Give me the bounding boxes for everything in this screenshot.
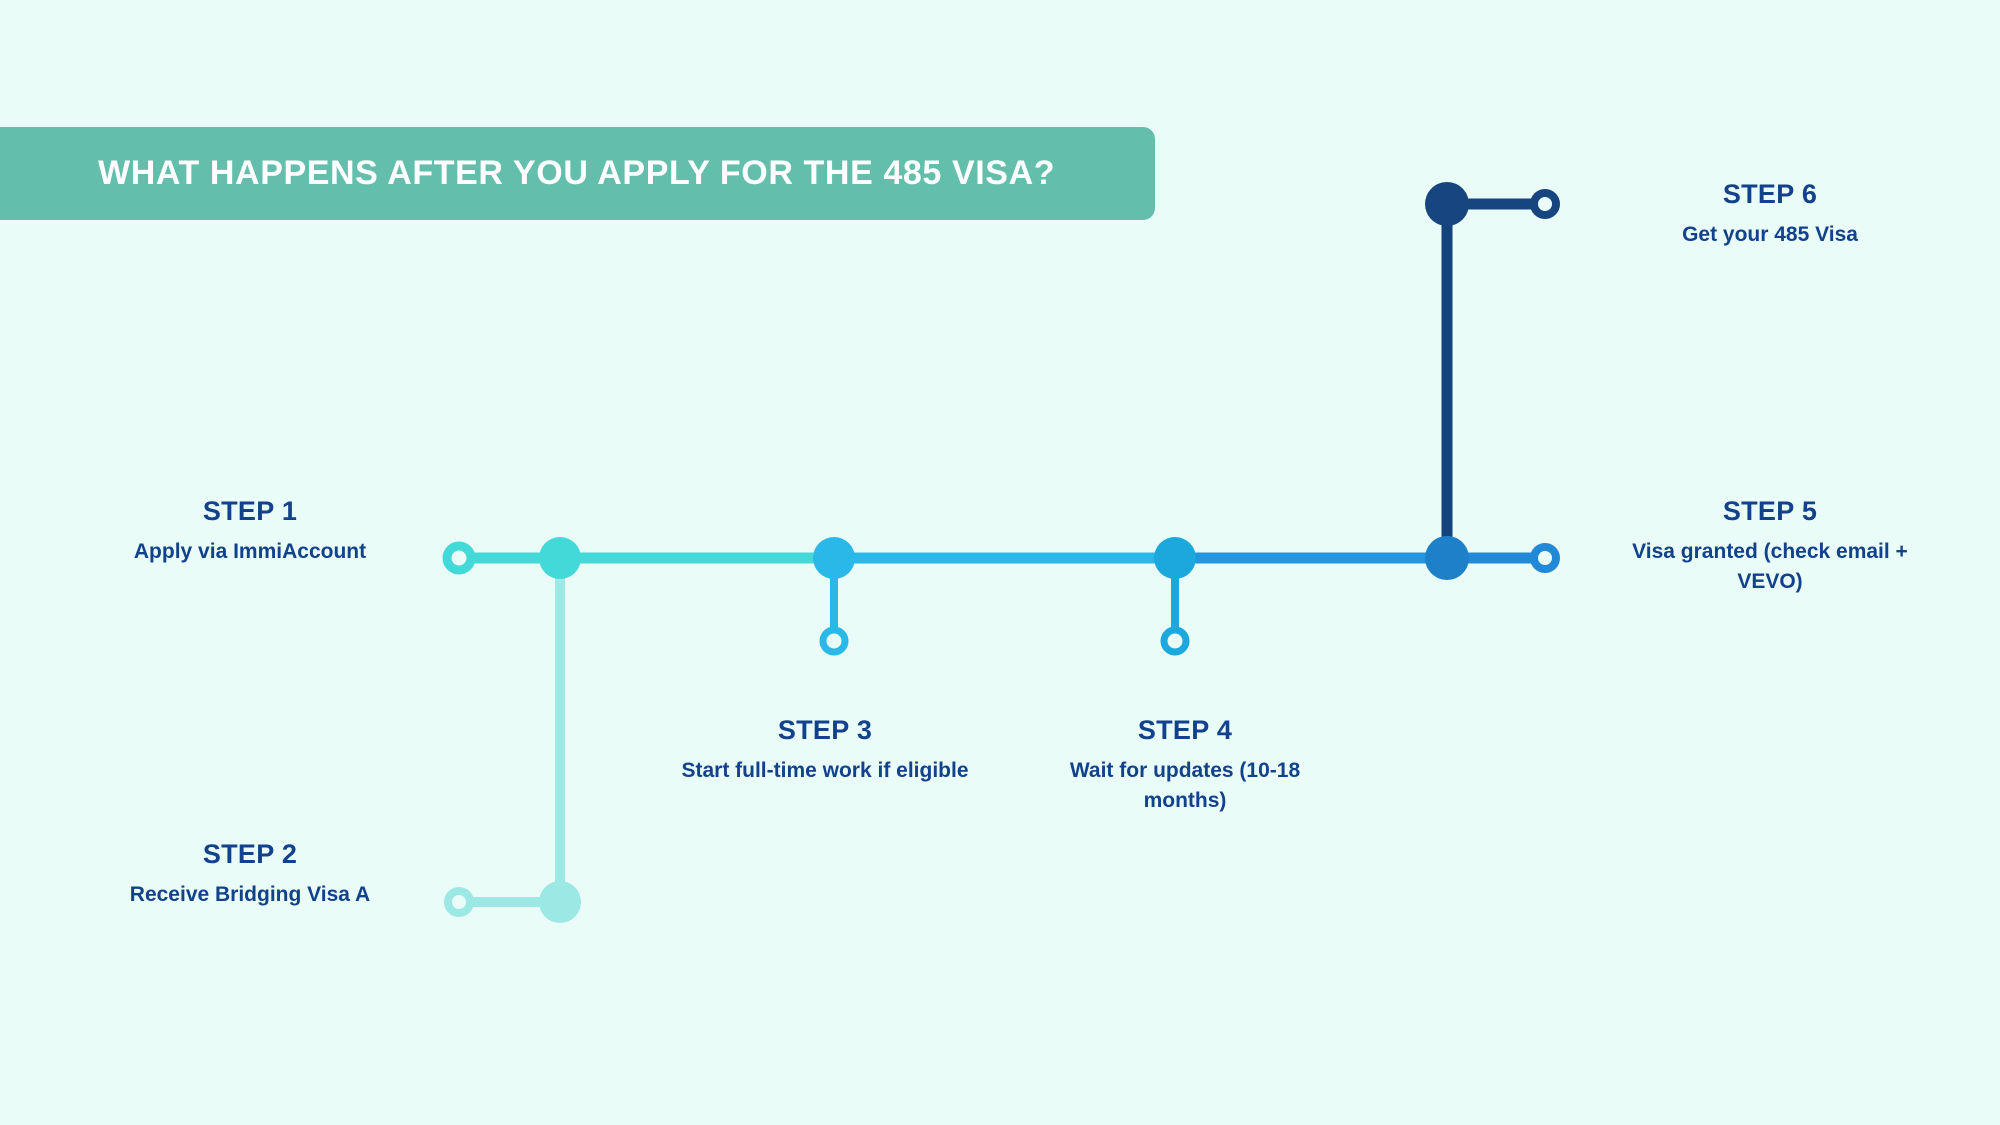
node-step1[interactable] [539, 537, 581, 579]
title-banner: WHAT HAPPENS AFTER YOU APPLY FOR THE 485… [0, 127, 1155, 220]
step-3-title: STEP 3 [777, 715, 873, 745]
node-step6[interactable] [1425, 182, 1469, 226]
step-4-description: Wait for updates (10-18 months) [1069, 759, 1301, 813]
endpoint-ring-step4 [1160, 626, 1190, 656]
step-1-title: STEP 1 [202, 496, 298, 526]
step-label-5: STEP 5 Visa granted (check email + VEVO) [1620, 495, 1920, 597]
step-6-title: STEP 6 [1722, 179, 1818, 209]
node-step4[interactable] [1154, 537, 1196, 579]
step-label-3: STEP 3 Start full-time work if eligible [680, 714, 970, 786]
endpoint-ring-step6 [1530, 189, 1560, 219]
endpoint-ring-step3 [819, 626, 849, 656]
step-2-description: Receive Bridging Visa A [129, 883, 371, 907]
step-1-description: Apply via ImmiAccount [133, 540, 367, 564]
page-title: WHAT HAPPENS AFTER YOU APPLY FOR THE 485… [98, 153, 1056, 192]
step-5-title: STEP 5 [1722, 496, 1818, 526]
step-2-title: STEP 2 [202, 839, 298, 869]
endpoint-ring-step1 [442, 541, 476, 575]
step-label-4: STEP 4 Wait for updates (10-18 months) [1045, 714, 1325, 816]
step-label-2: STEP 2 Receive Bridging Visa A [80, 838, 420, 910]
step-label-1: STEP 1 Apply via ImmiAccount [110, 495, 390, 567]
step-3-description: Start full-time work if eligible [681, 759, 969, 783]
endpoint-ring-step2 [444, 887, 474, 917]
step-6-description: Get your 485 Visa [1682, 223, 1858, 247]
step-4-title: STEP 4 [1137, 715, 1233, 745]
endpoint-ring-step5 [1530, 543, 1560, 573]
step-label-6: STEP 6 Get your 485 Visa [1620, 178, 1920, 250]
node-step2[interactable] [539, 881, 581, 923]
step-5-description: Visa granted (check email + VEVO) [1632, 540, 1908, 594]
node-step3[interactable] [813, 537, 855, 579]
node-step5[interactable] [1425, 536, 1469, 580]
